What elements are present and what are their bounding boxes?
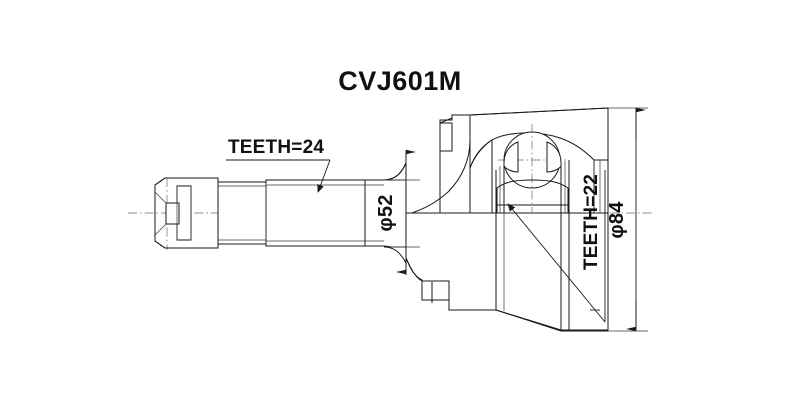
dimension-phi84: φ84 xyxy=(606,107,648,332)
callout-teeth-22-label: TEETH=22 xyxy=(581,174,602,270)
dimension-phi84-label: φ84 xyxy=(606,201,628,239)
callout-teeth-24: TEETH=24 xyxy=(226,137,331,193)
shaft-spline xyxy=(265,179,366,247)
shaft-stub-end xyxy=(154,177,219,249)
callout-teeth-22: TEETH=22 xyxy=(507,170,606,323)
joint-cage xyxy=(503,141,562,173)
callout-teeth-24-label: TEETH=24 xyxy=(228,137,324,158)
joint-boot-exterior xyxy=(383,212,609,332)
page-title: CVJ601M xyxy=(338,66,462,96)
dimension-phi52-label: φ52 xyxy=(375,194,397,231)
joint-housing-section xyxy=(383,107,609,214)
shaft-plain-section xyxy=(217,181,267,245)
dimension-phi52: φ52 xyxy=(375,149,420,275)
